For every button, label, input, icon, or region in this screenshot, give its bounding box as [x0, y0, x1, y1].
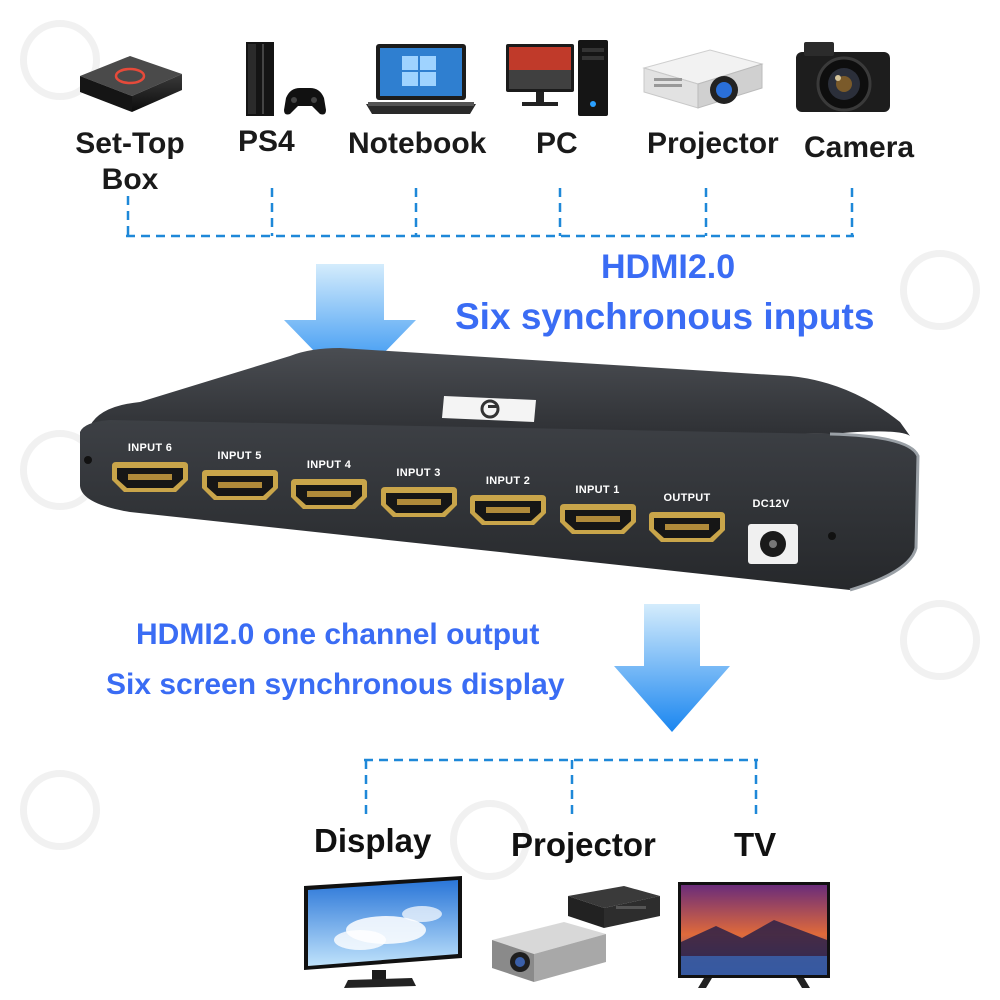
hdmi-port-icon: [201, 470, 278, 501]
arrow-down-icon: [284, 264, 416, 388]
source-label-set-top-box: Set-Top Box: [75, 127, 185, 196]
port-label: INPUT 6: [127, 442, 173, 454]
hdmi-port-icon: [559, 503, 636, 534]
inputs-heading-line2: Six synchronous inputs: [455, 296, 875, 337]
source-label-notebook: Notebook: [348, 127, 487, 160]
source-label-projector: Projector: [647, 127, 779, 160]
output-heading-line2: Six screen synchronous display: [106, 668, 565, 701]
notebook-icon: [366, 44, 476, 114]
source-label-pc: PC: [536, 127, 578, 160]
pc-icon: [506, 40, 608, 116]
port-label: OUTPUT: [663, 491, 711, 504]
port-label: INPUT 3: [396, 466, 441, 479]
output-label-projector: Projector: [511, 826, 656, 863]
hdmi-port-icon: [112, 462, 188, 492]
port-label: INPUT 4: [306, 458, 352, 471]
port-label: INPUT 5: [217, 450, 262, 463]
input-connector-lines: [126, 188, 854, 238]
power-label: DC12V: [752, 498, 790, 510]
ps4-icon: [246, 42, 326, 116]
inputs-heading-line1: HDMI2.0: [601, 248, 736, 286]
watermark-icon: [900, 600, 980, 680]
port-label: INPUT 1: [575, 483, 620, 496]
hdmi-port-icon: [649, 511, 725, 542]
camera-icon: [796, 42, 890, 112]
output-label-display: Display: [314, 822, 432, 859]
watermark-icon: [20, 770, 100, 850]
port-label: INPUT 2: [485, 475, 531, 488]
hdmi-port-icon: [470, 495, 546, 526]
set-top-box-icon: [80, 56, 182, 112]
output-heading-line1: HDMI2.0 one channel output: [136, 618, 540, 651]
hdmi-port-icon: [380, 486, 457, 517]
projector-output-icon: [492, 886, 660, 982]
projector-icon: [642, 49, 764, 109]
watermark-icon: [900, 250, 980, 330]
output-connector-lines: [364, 758, 758, 818]
hdmi-device: [80, 348, 920, 592]
display-icon: [304, 876, 462, 988]
watermark-icon: [20, 20, 100, 100]
source-label-ps4: PS4: [238, 125, 295, 158]
brand-logo-icon: [442, 396, 536, 422]
tv-icon: [678, 882, 830, 988]
watermark-icon: [450, 800, 530, 880]
source-label-camera: Camera: [804, 131, 915, 164]
output-label-tv: TV: [734, 826, 777, 863]
hdmi-port-icon: [291, 478, 367, 509]
arrow-down-icon: [614, 604, 730, 732]
